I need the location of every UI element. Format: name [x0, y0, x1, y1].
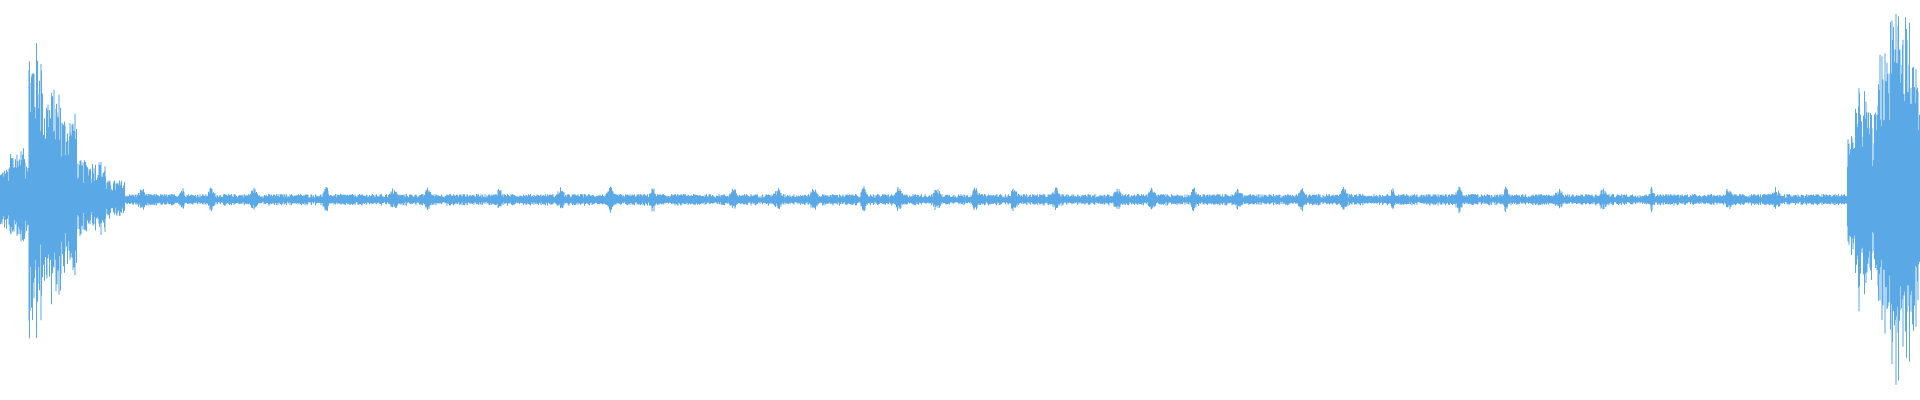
waveform-trace [0, 13, 1920, 385]
